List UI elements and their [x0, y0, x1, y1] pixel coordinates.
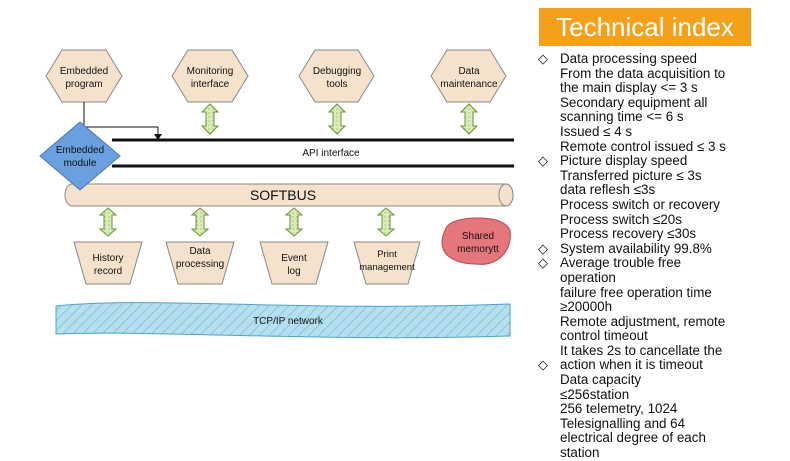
spec-line: electrical degree of each [560, 430, 706, 446]
event-log-label-1: Event [281, 253, 307, 264]
spec-line: 256 telemetry, 1024 [560, 401, 678, 417]
spec-heading: ◇ Data processing speed [538, 51, 788, 67]
diamond-bullet-icon: ◇ [538, 153, 548, 169]
data-maintenance-label-1: Data [458, 66, 480, 77]
data-processing-module: Data processing [165, 241, 235, 285]
monitoring-interface-label-2: interface [191, 79, 230, 90]
embedded-program-connector [83, 102, 162, 140]
diamond-bullet-icon: ◇ [538, 255, 548, 271]
spec-heading-text: Picture display speed [560, 153, 688, 169]
spec-line: Remote control issued ≤ 3 s [560, 138, 726, 154]
spec-heading-text: Data processing speed [560, 51, 697, 66]
api-interface-bus: API interface [112, 138, 514, 168]
spec-line: scanning time <= 6 s [560, 109, 684, 125]
double-arrow-icon [284, 207, 304, 237]
shared-memory: Shared memorytt [441, 217, 511, 265]
double-arrow-icon [327, 103, 347, 135]
tcp-ip-network: TCP/IP network [55, 302, 511, 339]
history-record-module: History record [73, 241, 143, 285]
double-arrow-icon [190, 207, 210, 237]
spec-heading: ◇ System availability 99.8% [538, 240, 788, 257]
spec-line: Process switch ≤20s [560, 211, 682, 227]
spec-line: From the data acquisition to [560, 65, 726, 81]
embedded-module-label-1: Embedded [56, 145, 104, 156]
shared-memory-label-1: Shared [462, 231, 494, 242]
data-maintenance-label-2: maintenance [440, 79, 498, 90]
event-log-module: Event log [259, 241, 329, 285]
double-arrow-icon [98, 207, 118, 237]
embedded-program-module: Embedded program [45, 49, 123, 103]
print-management-label-2: management [359, 262, 415, 273]
spec-line: Issued ≤ 4 s [560, 123, 633, 139]
spec-line: Process recovery ≤30s [560, 226, 697, 242]
spec-heading: ◇ Average trouble free [538, 256, 788, 271]
spec-line: It takes 2s to cancellate the [560, 342, 723, 358]
bottom-double-arrows [98, 207, 396, 237]
network-label: TCP/IP network [253, 316, 324, 327]
history-record-label-1: History [92, 253, 123, 264]
data-processing-label-2: processing [176, 259, 224, 270]
spec-line: station [560, 445, 600, 461]
double-arrow-icon [459, 103, 479, 135]
diamond-bullet-icon: ◇ [538, 240, 548, 256]
double-arrow-icon [200, 103, 220, 135]
data-processing-label-1: Data [189, 246, 211, 257]
spec-line: failure free operation time [560, 284, 712, 300]
spec-heading-text: action when it is timeout [560, 357, 703, 373]
print-management-label-1: Print [377, 249, 397, 260]
spec-line: ≥20000h [560, 299, 613, 315]
monitoring-interface-module: Monitoring interface [171, 49, 249, 103]
spec-heading-text: Average trouble free [560, 255, 682, 271]
monitoring-interface-label-1: Monitoring [187, 66, 234, 77]
data-maintenance-module: Data maintenance [430, 49, 507, 103]
spec-line: Telesignalling and 64 [560, 415, 686, 431]
double-arrow-icon [376, 207, 396, 237]
diamond-bullet-icon: ◇ [538, 357, 548, 373]
spec-line: operation [560, 269, 616, 285]
spec-line: ≤256station [560, 386, 630, 402]
diamond-bullet-icon: ◇ [538, 51, 548, 66]
softbus: SOFTBUS [64, 183, 514, 207]
event-log-label-2: log [287, 266, 300, 277]
embedded-program-label-2: program [65, 79, 102, 90]
spec-heading: ◇ action when it is timeout [538, 358, 788, 373]
debugging-tools-module: Debugging tools [298, 49, 375, 103]
history-record-label-2: record [94, 266, 122, 277]
technical-index-title: Technical index [539, 8, 751, 46]
debugging-tools-label-1: Debugging [313, 66, 361, 77]
spec-heading: ◇ Picture display speed [538, 153, 788, 169]
spec-line: Data capacity [560, 372, 642, 388]
architecture-diagram: Embedded program Monitoring interface De… [39, 49, 514, 339]
spec-line: the main display <= 3 s [560, 80, 698, 96]
spec-line: Process switch or recovery [560, 196, 720, 212]
spec-line: Secondary equipment all [560, 94, 708, 110]
api-interface-label: API interface [302, 148, 360, 159]
top-double-arrows [200, 103, 479, 135]
embedded-module-label-2: module [64, 158, 97, 169]
arrowhead-icon [154, 134, 162, 140]
spec-line: Remote adjustment, remote [560, 313, 726, 329]
embedded-program-label-1: Embedded [60, 66, 108, 77]
spec-line: data reflesh ≤3s [560, 182, 656, 198]
print-management-module: Print management [353, 241, 421, 285]
spec-line: Transferred picture ≤ 3s [560, 167, 702, 183]
embedded-module: Embedded module [39, 121, 121, 191]
spec-heading-text: System availability 99.8% [560, 240, 712, 256]
softbus-label: SOFTBUS [250, 187, 316, 203]
spec-line: control timeout [560, 328, 648, 344]
debugging-tools-label-2: tools [326, 79, 347, 90]
shared-memory-label-2: memorytt [457, 244, 499, 255]
